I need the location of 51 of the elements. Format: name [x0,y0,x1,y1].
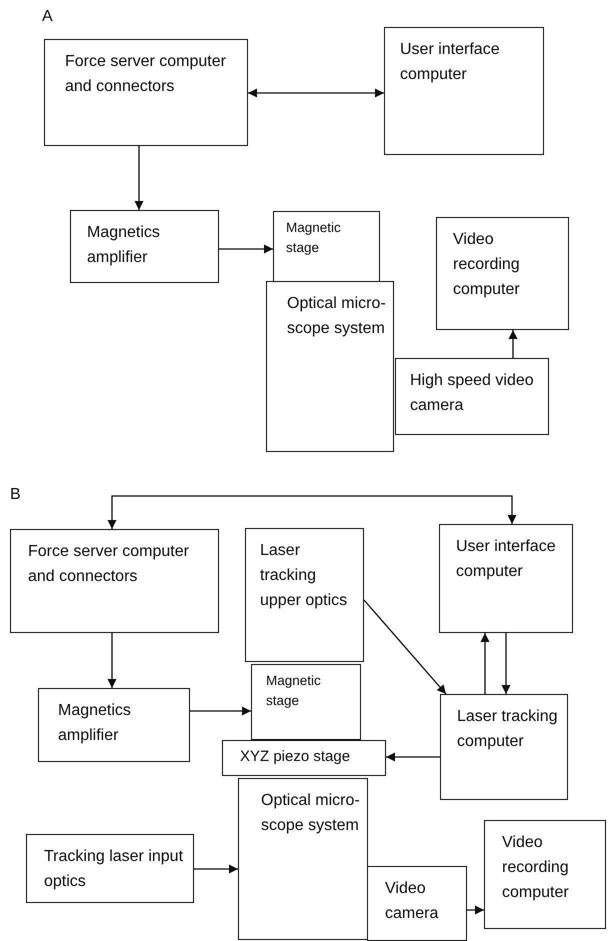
component-box [395,358,549,435]
component-box [440,694,568,800]
arrow [190,706,251,716]
panel-letter: A [42,8,53,26]
component-box [436,217,569,330]
component-label: Force server computer and connectors [65,52,227,97]
component-box [384,27,544,155]
component-box [439,524,573,633]
component-label: High speed video camera [410,371,535,416]
component-label: Optical micro- scope system [287,294,387,339]
arrow [219,244,273,254]
component-label: Tracking laser input optics [44,847,184,892]
component-label: User interface computer [400,40,501,85]
component-label: Magnetics amplifier [87,223,161,268]
component-box [44,39,248,146]
arrow [108,633,116,688]
component-label: Laser tracking computer [457,707,558,752]
component-box [10,529,219,633]
component-box [38,688,190,762]
component-label: Magnetics amplifier [58,701,132,746]
component-label: User interface computer [456,537,557,582]
arrow [134,146,144,210]
component-label: Video camera [385,879,440,924]
component-box [26,834,194,903]
component-label: Laser tracking upper optics [260,541,348,611]
component-label: Optical micro- scope system [261,791,361,836]
component-box [367,866,467,941]
arrow [194,864,238,874]
arrow [502,633,510,694]
arrow [480,633,490,694]
arrow [364,600,446,694]
component-label: Video recording computer [453,230,521,300]
component-label: Magnetic stage [286,219,342,257]
component-label: XYZ piezo stage [240,747,352,767]
component-box [484,820,606,929]
component-label: Force server computer and connectors [28,542,190,587]
component-box [238,778,368,940]
component-box [251,664,361,740]
arrow [108,495,516,529]
component-box [245,528,364,662]
arrow [248,88,384,98]
panel-letter: B [10,486,21,504]
component-box [273,211,380,284]
arrow [467,906,484,914]
component-box [70,210,219,283]
arrow [386,752,440,762]
arrow [508,330,518,358]
component-label: Magnetic stage [266,672,322,710]
component-label: Video recording computer [502,833,570,903]
component-box [266,281,394,452]
component-box [222,740,386,776]
